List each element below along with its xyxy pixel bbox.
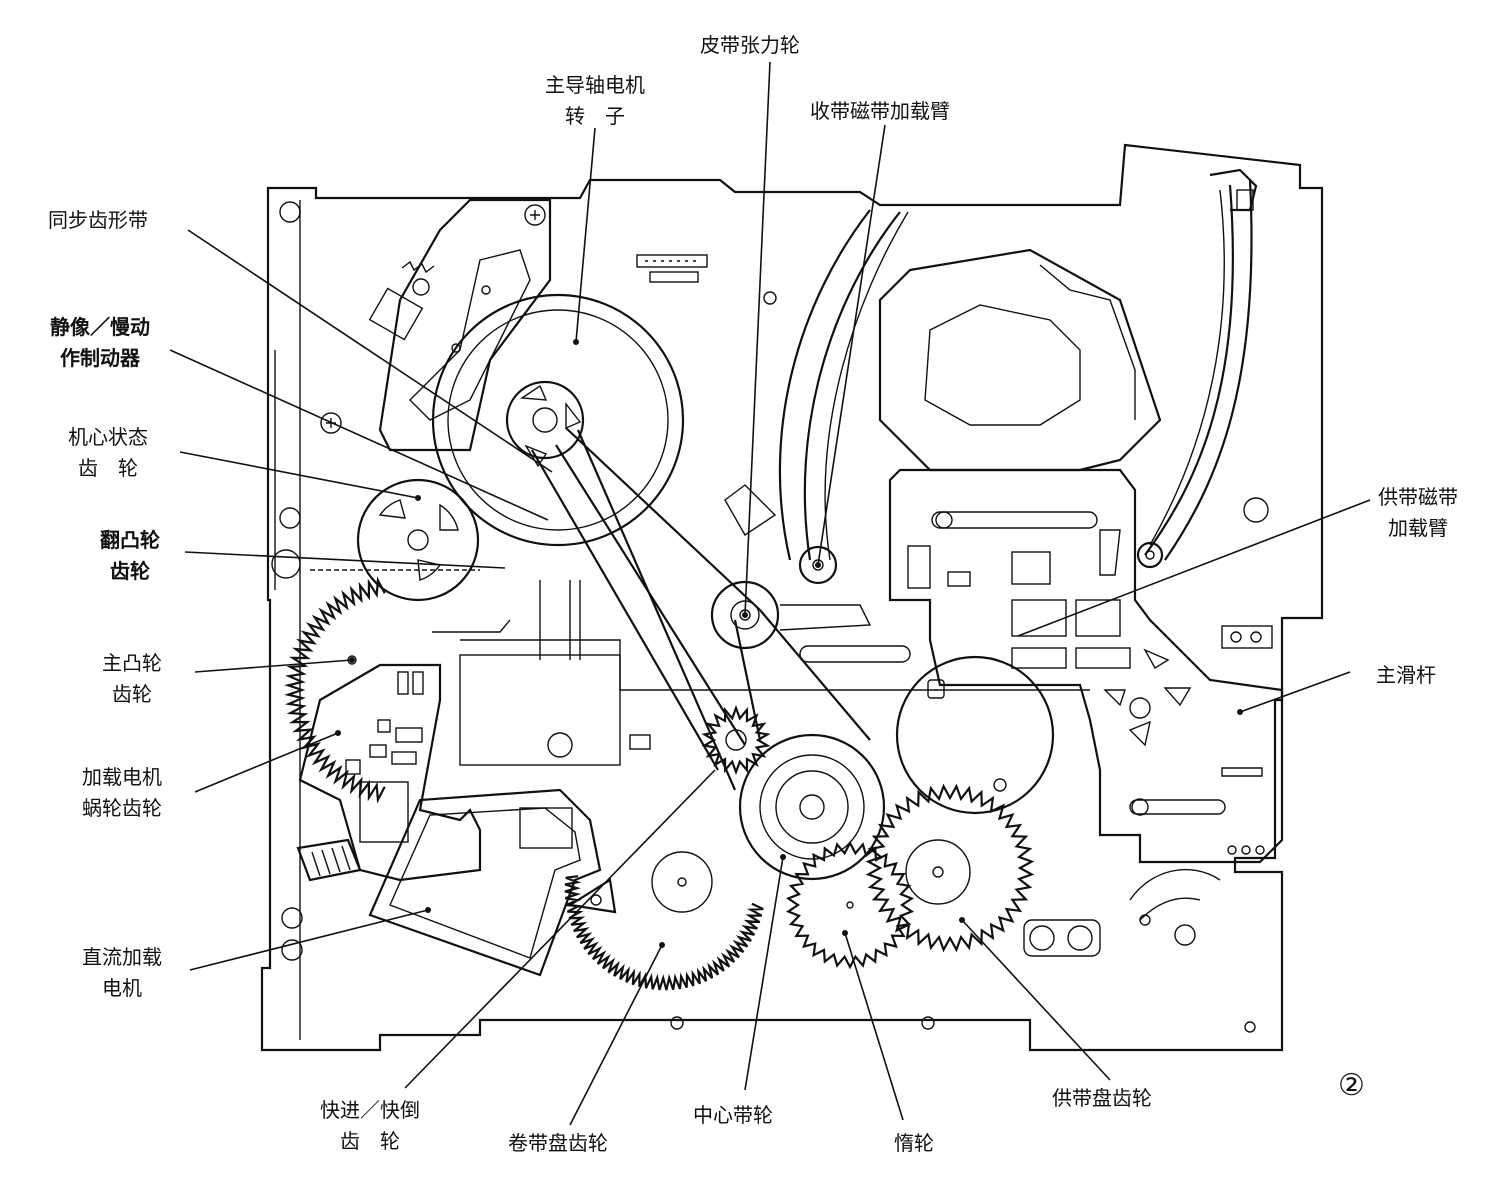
dc-load-motor (296, 788, 617, 977)
label-belt-tension-wheel: 皮带张力轮 (700, 33, 800, 57)
label-load-motor-worm: 加载电机蜗轮齿轮 (82, 765, 162, 820)
idler-gear (785, 840, 915, 970)
label-dc-load-motor: 直流加载电机 (82, 945, 162, 1000)
label-supply-reel-gear: 供带盘齿轮 (1052, 1086, 1152, 1110)
leader-dots (335, 339, 1243, 948)
center-pulley (738, 733, 886, 881)
supply-arm (1136, 168, 1258, 569)
label-flip-cam-gear: 翻凸轮齿轮 (100, 528, 160, 583)
label-mech-state-gear: 机心状态齿 轮 (68, 425, 148, 480)
ff-rew-gear (701, 704, 771, 776)
label-takeup-load-arm: 收带磁带加载臂 (810, 99, 950, 123)
capstan-motor (431, 254, 708, 547)
label-sync-belt: 同步齿形带 (48, 208, 148, 232)
main-slider-plate (799, 468, 1284, 864)
worm-gear-plate (298, 663, 482, 882)
label-main-slider: 主滑杆 (1376, 663, 1436, 687)
label-main-cam-gear: 主凸轮齿轮 (102, 651, 162, 706)
label-ff-rew-gear: 快进／快倒齿 轮 (320, 1098, 420, 1153)
brake-bracket (320, 198, 552, 452)
lower-frame (432, 580, 1090, 766)
mech-state-gear (310, 478, 480, 602)
figure-number: ② (1338, 1068, 1365, 1103)
label-supply-load-arm: 供带磁带加载臂 (1378, 485, 1458, 540)
label-center-pulley: 中心带轮 (693, 1103, 773, 1127)
label-still-slow-brake: 静像／慢动作制动器 (50, 315, 150, 370)
chassis (260, 143, 1324, 1052)
leader-lines (169, 61, 1371, 1126)
lower-right-bracket (1129, 868, 1221, 946)
takeup-reel-gear (564, 851, 764, 991)
takeup-arm (778, 209, 909, 585)
cassette-window (878, 248, 1162, 472)
label-takeup-reel-gear: 卷带盘齿轮 (508, 1131, 608, 1155)
label-capstan-motor: 主导轴电机转 子 (545, 73, 645, 128)
supply-reel-gear (865, 655, 1055, 953)
label-idler: 惰轮 (894, 1131, 934, 1155)
